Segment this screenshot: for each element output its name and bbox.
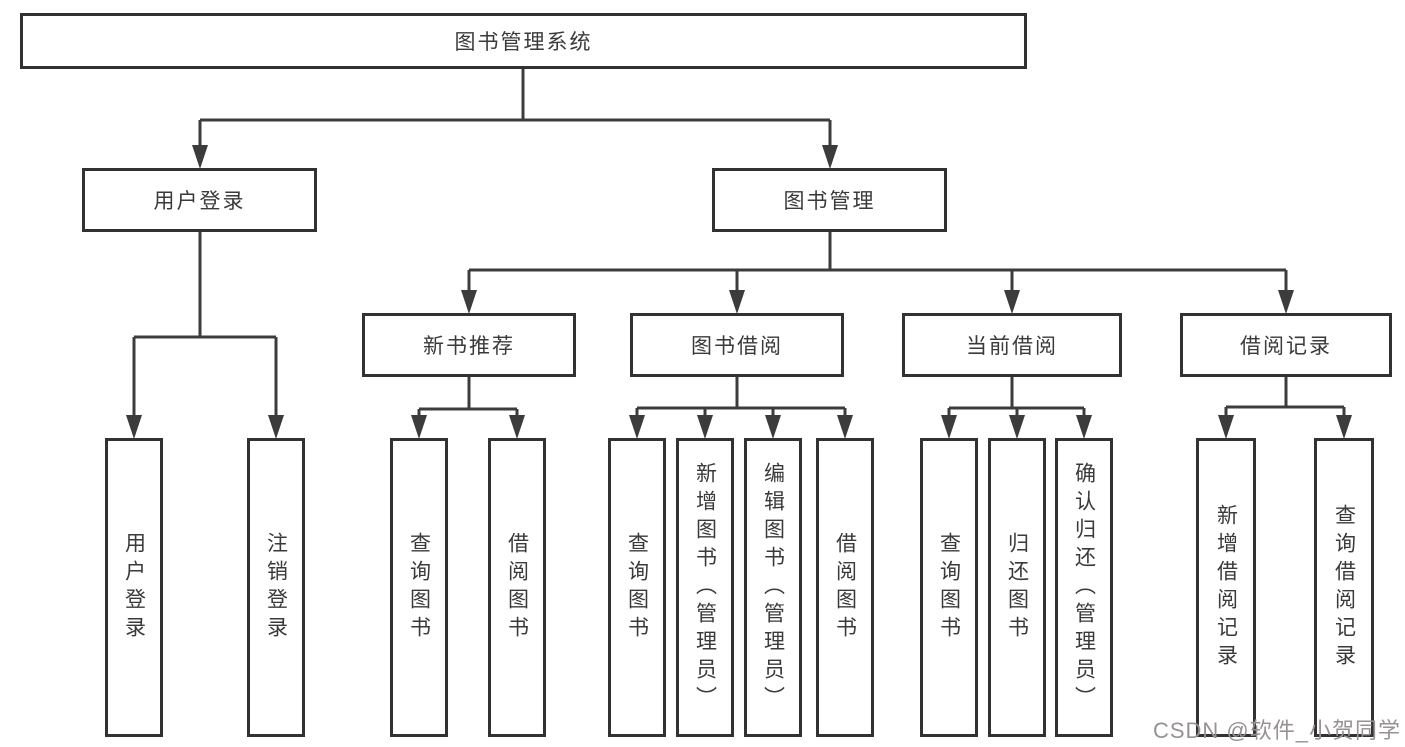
- leaf-label: 查询图书: [407, 531, 431, 644]
- leaf-query-books: 查询图书: [390, 438, 448, 737]
- arrow-down-icon: [411, 415, 427, 439]
- arrow-down-icon: [1336, 415, 1352, 439]
- arrow-down-icon: [461, 290, 477, 314]
- arrowheads: [126, 145, 1352, 439]
- leaf-borrow-books: 借阅图书: [816, 438, 874, 737]
- leaf-label: 查询图书: [937, 531, 961, 644]
- leaf-logout: 注销登录: [247, 438, 305, 737]
- arrow-down-icon: [192, 145, 208, 169]
- arrow-down-icon: [1278, 290, 1294, 314]
- leaf-query-books: 查询图书: [608, 438, 666, 737]
- node-book-borrowing: 图书借阅: [630, 313, 844, 377]
- leaf-add-borrow-record: 新增借阅记录: [1196, 438, 1256, 737]
- arrow-down-icon: [126, 415, 142, 439]
- node-current-borrowing: 当前借阅: [902, 313, 1122, 377]
- arrow-down-icon: [509, 415, 525, 439]
- leaf-borrow-books: 借阅图书: [488, 438, 546, 737]
- leaf-label: 确认归还（管理员）: [1072, 461, 1096, 714]
- leaf-query-books: 查询图书: [920, 438, 978, 737]
- arrow-down-icon: [765, 415, 781, 439]
- arrow-down-icon: [697, 415, 713, 439]
- leaf-return-books: 归还图书: [988, 438, 1046, 737]
- node-library-management-system: 图书管理系统: [20, 13, 1027, 69]
- leaf-label: 归还图书: [1005, 531, 1029, 644]
- leaf-label: 编辑图书（管理员）: [761, 461, 785, 714]
- leaf-label: 查询借阅记录: [1332, 503, 1356, 672]
- arrow-down-icon: [729, 290, 745, 314]
- node-borrowing-records: 借阅记录: [1180, 313, 1392, 377]
- leaf-edit-book-admin: 编辑图书（管理员）: [744, 438, 802, 737]
- arrow-down-icon: [1009, 415, 1025, 439]
- leaf-query-borrow-record: 查询借阅记录: [1314, 438, 1374, 737]
- csdn-watermark: CSDN @软件_小贺同学: [1152, 718, 1401, 743]
- node-new-book-recommendation: 新书推荐: [362, 313, 576, 377]
- arrow-down-icon: [941, 415, 957, 439]
- node-user-login-module: 用户登录: [82, 168, 317, 232]
- arrow-down-icon: [1004, 290, 1020, 314]
- arrow-down-icon: [1076, 415, 1092, 439]
- arrow-down-icon: [1218, 415, 1234, 439]
- leaf-label: 新增图书（管理员）: [693, 461, 717, 714]
- arrow-down-icon: [837, 415, 853, 439]
- arrow-down-icon: [268, 415, 284, 439]
- leaf-label: 新增借阅记录: [1214, 503, 1238, 672]
- node-book-management-module: 图书管理: [712, 168, 947, 232]
- arrow-down-icon: [822, 145, 838, 169]
- leaf-label: 借阅图书: [833, 531, 857, 644]
- leaf-label: 注销登录: [264, 531, 288, 644]
- tree-edges: [132, 69, 1346, 418]
- leaf-add-book-admin: 新增图书（管理员）: [676, 438, 734, 737]
- leaf-user-login: 用户登录: [105, 438, 163, 737]
- leaf-label: 查询图书: [625, 531, 649, 644]
- leaf-label: 用户登录: [122, 531, 146, 644]
- leaf-label: 借阅图书: [505, 531, 529, 644]
- leaf-confirm-return-admin: 确认归还（管理员）: [1055, 438, 1113, 737]
- arrow-down-icon: [629, 415, 645, 439]
